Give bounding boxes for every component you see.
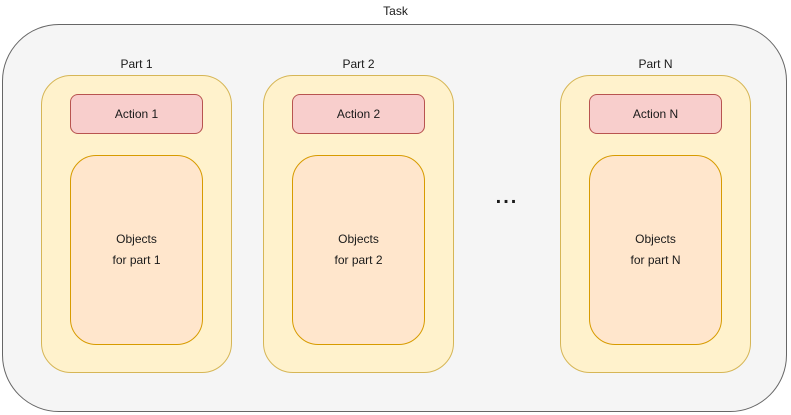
objects-box: Objects for part 1: [70, 155, 203, 345]
part-group-1: Part 1 Action 1 Objects for part 1: [41, 54, 232, 373]
part-label: Part N: [638, 57, 673, 71]
action-box: Action 1: [70, 94, 203, 134]
objects-line-1: Objects: [635, 232, 676, 246]
ellipsis: ...: [495, 186, 519, 208]
objects-line-2: for part N: [630, 253, 681, 267]
part-box: Action 1 Objects for part 1: [41, 75, 232, 373]
objects-line-2: for part 1: [112, 253, 161, 267]
objects-line-1: Objects: [116, 232, 157, 246]
part-group-n: Part N Action N Objects for part N: [560, 54, 751, 373]
part-label: Part 2: [342, 57, 375, 71]
task-container: Part 1 Action 1 Objects for part 1 Part …: [2, 24, 787, 412]
task-title: Task: [383, 4, 408, 18]
part-group-2: Part 2 Action 2 Objects for part 2: [263, 54, 454, 373]
objects-line-2: for part 2: [334, 253, 383, 267]
part-box: Action N Objects for part N: [560, 75, 751, 373]
action-box: Action 2: [292, 94, 425, 134]
objects-box: Objects for part 2: [292, 155, 425, 345]
action-box: Action N: [589, 94, 722, 134]
objects-box: Objects for part N: [589, 155, 722, 345]
objects-line-1: Objects: [338, 232, 379, 246]
part-label: Part 1: [120, 57, 153, 71]
part-box: Action 2 Objects for part 2: [263, 75, 454, 373]
